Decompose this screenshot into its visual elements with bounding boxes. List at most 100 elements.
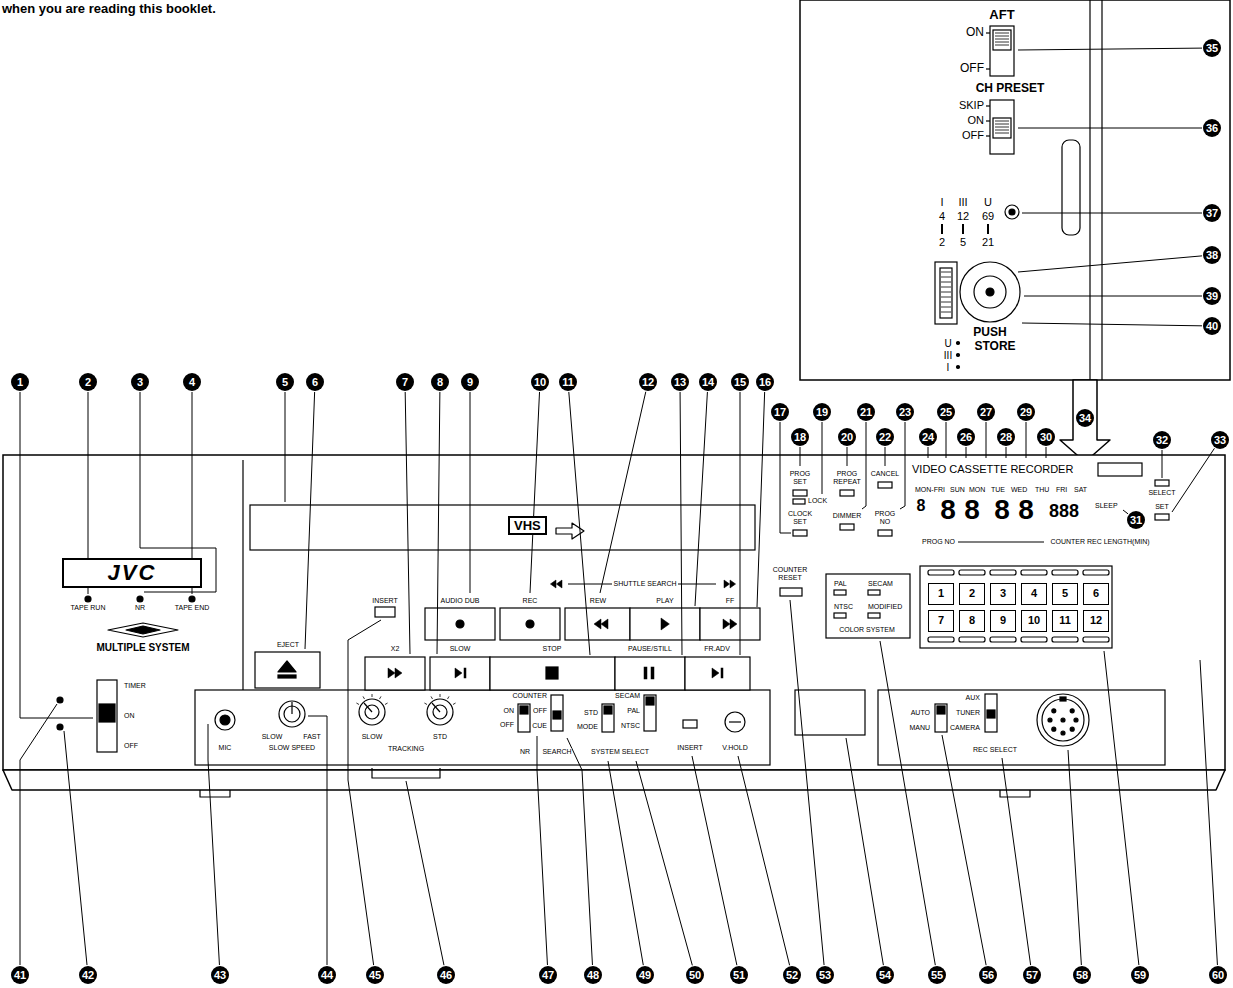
stop-symbol (546, 667, 558, 679)
callout-number: 27 (977, 403, 995, 421)
leader-line (636, 761, 692, 965)
callout-number: 55 (928, 966, 946, 984)
node-text: 1 (938, 584, 944, 604)
part-label: SAT (1074, 486, 1087, 494)
callout-number: 57 (1023, 966, 1041, 984)
leader-line (885, 447, 886, 466)
brand-logo: JVC (62, 558, 202, 588)
node-text: 7 (938, 611, 944, 631)
part-label: OFF (533, 707, 547, 715)
part-label: WED (1011, 486, 1027, 494)
prog-repeat-button (840, 490, 854, 496)
part-label: CH PRESET (976, 82, 1045, 96)
leader-line (20, 392, 93, 718)
part-label: 4 (939, 210, 945, 223)
leader-line (1104, 651, 1139, 965)
part-label: DIMMER (833, 512, 861, 520)
leader-line (942, 735, 986, 965)
part-label: U (984, 196, 992, 209)
leader-line (308, 716, 327, 965)
band-dot (957, 366, 960, 369)
leader-line (1200, 660, 1217, 965)
leader-line (900, 422, 905, 509)
callout-number: 37 (1203, 204, 1221, 222)
band-dot (957, 342, 960, 345)
knob-ridge (995, 36, 1009, 37)
leader-line (695, 392, 707, 606)
leader-line (305, 392, 315, 649)
panel-divider (242, 460, 243, 690)
part-label: FAST (303, 733, 321, 741)
callout-number: 34 (1076, 409, 1094, 427)
leader-line (790, 600, 824, 965)
socket-pin (1061, 718, 1065, 722)
leader-line (530, 392, 540, 593)
set-button (1155, 514, 1169, 520)
leader-line (567, 738, 592, 965)
auto-manu-switch-knob (937, 706, 945, 714)
push-store-button (986, 288, 994, 296)
callout-number: 6 (306, 373, 324, 391)
mode-switch-knob (604, 706, 612, 714)
double-speed-button (365, 657, 425, 690)
audio-dub-button (425, 608, 495, 640)
play-button (630, 608, 700, 640)
callout-number: 8 (431, 373, 449, 391)
part-label: REC SELECT (973, 746, 1017, 754)
channel-button: 11 (1052, 610, 1078, 632)
leader-line (405, 392, 410, 654)
part-label: 8 (917, 497, 926, 515)
knob-ridge (995, 127, 1009, 128)
part-label: VIDEO CASSETTE RECORDER (912, 463, 1073, 476)
part-label: 2 (939, 236, 945, 249)
channel-button: 5 (1052, 583, 1078, 605)
indicator-lamp (85, 596, 91, 602)
switch-tick (986, 68, 990, 69)
channel-button: 7 (928, 610, 954, 632)
node-text: 12 (1090, 611, 1102, 631)
part-label: NR (520, 748, 530, 756)
callout-number: 1 (11, 373, 29, 391)
part-label: INSERT (372, 597, 398, 605)
thumbwheel-ridge (941, 272, 951, 273)
node-text: 10 (1028, 611, 1040, 631)
part-label: MIC (219, 744, 232, 752)
tracking-knob (359, 699, 385, 725)
part-label: REC (523, 597, 538, 605)
part-label: COUNTER REC LENGTH(MIN) (1050, 538, 1149, 546)
channel-lamp (990, 570, 1016, 575)
mode-switch (602, 704, 614, 732)
channel-lamp (959, 570, 985, 575)
callout-number: 22 (876, 428, 894, 446)
callout-number: 33 (1211, 431, 1229, 449)
part-label: COUNTER (512, 692, 547, 700)
part-label: PAL (834, 580, 847, 588)
leader-line (1026, 422, 1027, 458)
channel-button: 3 (990, 583, 1016, 605)
aft-switch (990, 26, 1014, 76)
hidden-control-panel (195, 690, 770, 765)
part-label: PROG NO (872, 510, 898, 526)
leader-line (946, 422, 947, 458)
part-label: 21 (982, 236, 994, 249)
part-label: MON-FRI (915, 486, 945, 494)
thumbwheel-ridge (941, 302, 951, 303)
part-label: AUX (966, 694, 980, 702)
part-label: SECAM (868, 580, 893, 588)
channel-panel (920, 566, 1112, 648)
knob-tick (363, 696, 365, 699)
channel-lamp (928, 570, 954, 575)
socket-pin (1061, 731, 1065, 735)
callout-number: 19 (813, 403, 831, 421)
callout-number: 44 (318, 966, 336, 984)
eject-symbol (278, 661, 296, 672)
node-text: JVC (108, 562, 157, 584)
leader-line (1172, 448, 1214, 512)
band-dot (957, 354, 960, 357)
rec-select-switch (985, 694, 997, 732)
channel-lamp (990, 637, 1016, 642)
vcr-foot (200, 790, 230, 797)
leader-line (880, 641, 935, 965)
callout-number: 28 (997, 428, 1015, 446)
slow-symbol (455, 668, 462, 678)
